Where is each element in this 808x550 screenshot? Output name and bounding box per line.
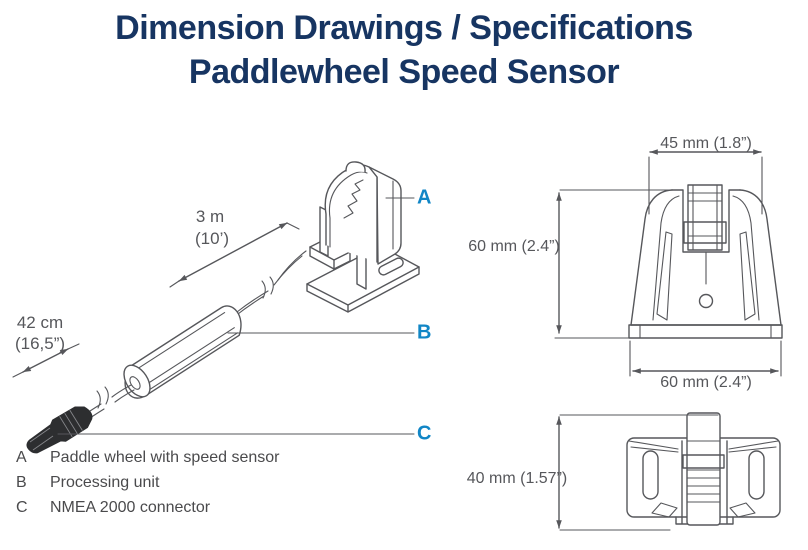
dim-3m-alt: (10’) xyxy=(194,229,230,248)
legend-key-a: A xyxy=(16,449,27,466)
isometric-drawing xyxy=(12,161,420,454)
legend-row-c: C NMEA 2000 connector xyxy=(16,499,279,517)
front-view-drawing xyxy=(554,149,783,377)
legend-row-b: B Processing unit xyxy=(16,474,279,492)
parts-legend: A Paddle wheel with speed sensor B Proce… xyxy=(16,449,279,524)
dim-45mm: 45 mm (1.8”) xyxy=(660,135,752,152)
dim-60mm-base: 60 mm (2.4”) xyxy=(660,374,752,391)
dim-40mm: 40 mm (1.57”) xyxy=(466,470,568,487)
top-view-dimensions xyxy=(556,414,719,531)
front-view-dimensions xyxy=(554,149,782,377)
top-view-body xyxy=(626,412,781,526)
legend-key-b: B xyxy=(16,474,27,491)
cable-upper xyxy=(233,250,307,318)
dim-42cm-alt: (16,5”) xyxy=(14,334,66,353)
leader-lines xyxy=(57,197,415,435)
dim-3m-value: 3 m xyxy=(195,207,225,226)
legend-label-c: NMEA 2000 connector xyxy=(50,499,211,516)
top-view-drawing xyxy=(556,412,781,531)
page-title: Dimension Drawings / Specifications Padd… xyxy=(0,6,808,94)
page-title-line1: Dimension Drawings / Specifications xyxy=(115,9,693,47)
front-view-body xyxy=(628,184,783,339)
dim-60mm-height: 60 mm (2.4”) xyxy=(468,238,560,255)
dim-42cm-value: 42 cm xyxy=(16,313,64,332)
legend-label-b: Processing unit xyxy=(50,474,160,491)
part-label-c: C xyxy=(417,422,432,445)
dim-arrow-3m xyxy=(169,222,300,288)
dim-arrow-42cm xyxy=(12,343,80,378)
page-title-line2: Paddlewheel Speed Sensor xyxy=(188,53,620,92)
legend-row-a: A Paddle wheel with speed sensor xyxy=(16,449,279,467)
nmea-connector xyxy=(26,406,93,454)
part-label-a: A xyxy=(417,186,432,209)
paddlewheel-mount xyxy=(306,161,420,313)
part-label-b: B xyxy=(417,321,432,344)
processing-unit xyxy=(123,305,242,399)
legend-label-a: Paddle wheel with speed sensor xyxy=(50,449,280,466)
legend-key-c: C xyxy=(16,499,28,516)
